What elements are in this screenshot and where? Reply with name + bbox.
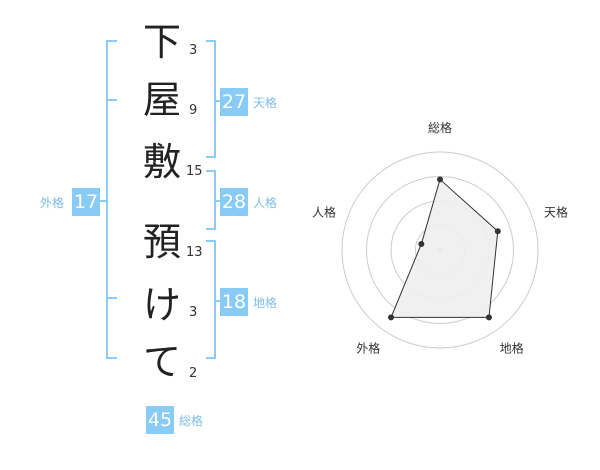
radar-ring — [390, 200, 490, 300]
radar-point — [388, 314, 395, 321]
chikaku-value: 18 — [220, 288, 248, 316]
soukaku-label: 総格 — [179, 414, 204, 428]
stroke-count: 15 — [186, 164, 203, 179]
radar-ring — [341, 151, 539, 349]
radar-axis-label: 天格 — [544, 204, 568, 219]
radar-axis-label: 外格 — [356, 341, 380, 356]
radar-center — [437, 247, 443, 253]
radar-point — [418, 240, 425, 247]
gaikaku-value: 17 — [72, 188, 100, 216]
radar-axis-label: 人格 — [312, 204, 336, 219]
name-char: て — [142, 340, 181, 384]
soukaku-value: 45 — [146, 406, 174, 434]
stroke-count: 9 — [189, 103, 198, 118]
radar-ring — [366, 176, 514, 324]
radar-point — [485, 314, 492, 321]
stroke-count: 3 — [189, 43, 198, 58]
radar-shape — [388, 176, 501, 321]
name-char: け — [142, 283, 181, 327]
tenkaku-value: 27 — [220, 88, 248, 116]
radar-axis-label: 総格 — [428, 120, 452, 135]
jinkaku-label: 人格 — [253, 196, 278, 210]
radar-ring — [415, 225, 465, 275]
name-char: 屋 — [142, 78, 181, 122]
radar-axis-label: 地格 — [500, 341, 524, 356]
name-char: 預 — [142, 220, 181, 264]
tenkaku-label: 天格 — [253, 96, 278, 110]
gaikaku-label: 外格 — [40, 196, 65, 210]
radar-grid — [341, 151, 539, 349]
radar-point — [437, 176, 443, 183]
stroke-count: 2 — [189, 366, 198, 381]
radar-area — [390, 178, 499, 318]
stroke-count: 3 — [189, 305, 198, 320]
name-char: 敷 — [142, 140, 181, 184]
jinkaku-value: 28 — [220, 188, 248, 216]
stroke-count: 13 — [186, 245, 203, 260]
chikaku-label: 地格 — [253, 296, 278, 310]
radar-point — [494, 228, 501, 235]
name-char: 下 — [142, 20, 181, 64]
